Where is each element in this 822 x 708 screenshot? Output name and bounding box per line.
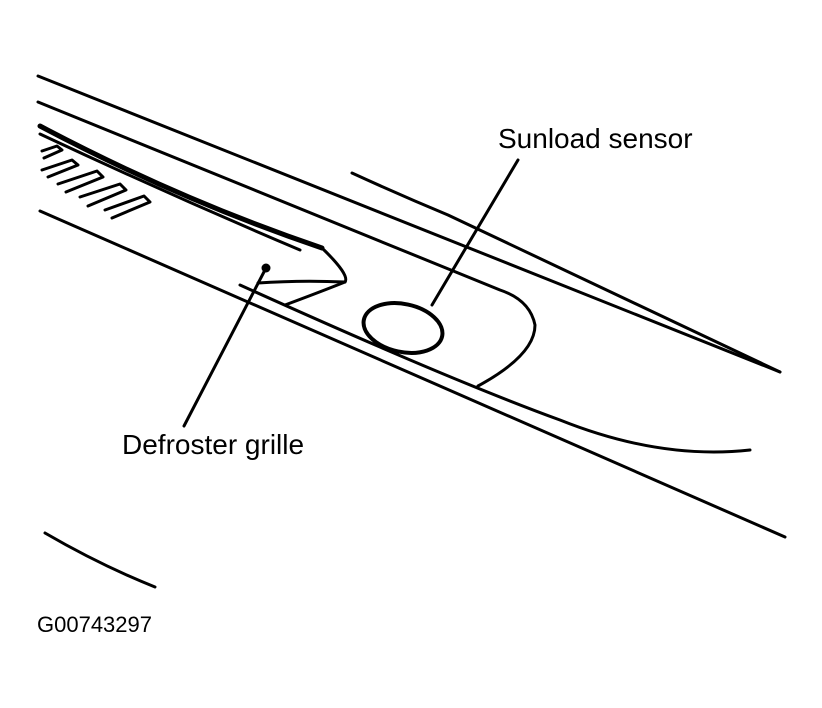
defroster-grille-tip — [283, 246, 348, 307]
figure-id: G00743297 — [37, 612, 152, 637]
vent-slat — [40, 144, 64, 160]
dash-front-edge — [38, 209, 787, 539]
sunload-sensor-label: Sunload sensor — [498, 123, 693, 154]
windshield-outer-edge — [36, 74, 782, 374]
dash-lower-fragment — [43, 531, 157, 589]
defroster-trim — [37, 123, 325, 251]
defroster-grille-tip-inner — [256, 279, 347, 285]
vent-slat — [56, 169, 105, 194]
defroster-trim-inner — [38, 132, 302, 252]
dash-top-edge — [36, 100, 537, 388]
defroster-grille-leader-line — [182, 266, 268, 428]
defroster-grille-label: Defroster grille — [122, 429, 304, 460]
vent-slat — [78, 182, 128, 208]
sunload-sensor-icon — [361, 301, 445, 355]
vent-slat — [40, 158, 80, 179]
defroster-vent-slats — [40, 144, 152, 220]
sunload-sensor-leader-line — [430, 158, 520, 307]
vent-slat — [103, 194, 152, 220]
dash-surface-curve — [238, 283, 752, 454]
defroster-grille-leader-dot — [261, 263, 271, 273]
windshield-glass-curve — [350, 171, 782, 374]
